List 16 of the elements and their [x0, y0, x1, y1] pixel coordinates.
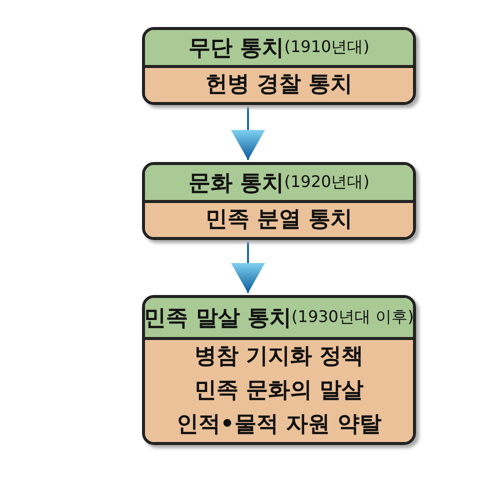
body-text: 인적•물적 자원 약탈 [176, 411, 382, 439]
process-box [142, 295, 416, 445]
body-text: 민족 문화의 말살 [194, 377, 364, 405]
process-box [142, 27, 416, 105]
body-text: 병참 기지화 정책 [194, 343, 364, 371]
arrow [231, 107, 265, 160]
arrow [231, 242, 265, 293]
period-label: (1920년대) [284, 172, 370, 193]
period-label: (1910년대) [284, 37, 370, 58]
period-label: (1930년대 이후) [292, 307, 413, 328]
body-text: 민족 분열 통치 [205, 206, 353, 234]
body-text: 헌병 경찰 통치 [205, 71, 353, 99]
heading-text: 무단 통치 [188, 34, 284, 62]
process-box [142, 162, 416, 240]
heading-text: 문화 통치 [188, 170, 284, 198]
heading-text: 민족 말살 통치 [145, 304, 292, 332]
